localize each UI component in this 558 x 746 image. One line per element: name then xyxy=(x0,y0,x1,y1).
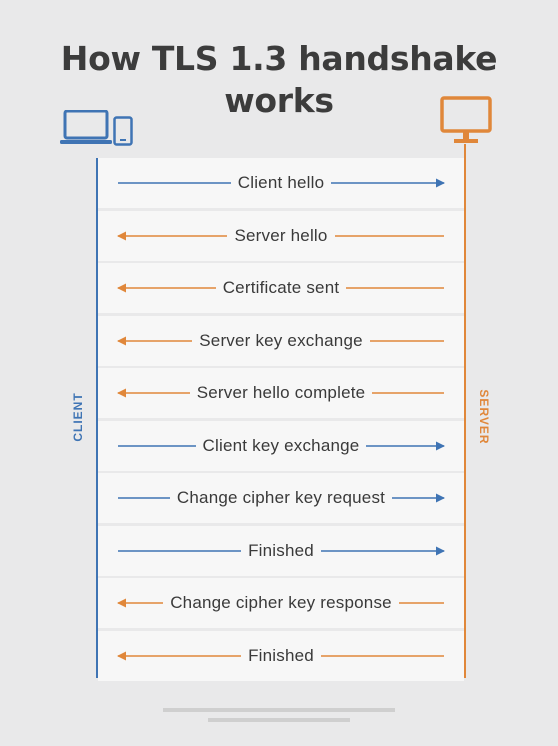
step-label-wrap: Change cipher key response xyxy=(98,578,464,628)
step-label-wrap: Server hello xyxy=(98,211,464,261)
client-label: CLIENT xyxy=(71,392,85,442)
footer-fineprint xyxy=(0,706,558,725)
phone-icon xyxy=(113,116,133,146)
arrow-head xyxy=(117,651,126,660)
client-timeline xyxy=(96,158,98,678)
arrow-head xyxy=(436,493,445,503)
step-label: Server hello xyxy=(227,225,335,246)
step-label: Finished xyxy=(241,645,321,666)
arrow-head xyxy=(436,178,445,188)
page-title: How TLS 1.3 handshake works xyxy=(0,38,558,122)
arrow-head xyxy=(117,388,126,398)
handshake-step: Client key exchange xyxy=(98,420,464,471)
server-label: SERVER xyxy=(477,389,491,445)
step-label-wrap: Certificate sent xyxy=(98,263,464,313)
arrow-head xyxy=(436,441,445,450)
laptop-icon xyxy=(60,110,112,144)
handshake-step: Finished xyxy=(98,525,464,576)
step-label: Change cipher key request xyxy=(169,488,393,508)
step-label: Certificate sent xyxy=(215,278,347,298)
handshake-step: Change cipher key request xyxy=(98,473,464,523)
title-line-2: works xyxy=(224,81,334,120)
step-label-wrap: Server hello complete xyxy=(98,368,464,418)
step-label: Client key exchange xyxy=(195,435,367,456)
step-label: Client hello xyxy=(230,173,332,193)
handshake-step: Finished xyxy=(98,630,464,681)
monitor-icon xyxy=(440,96,492,143)
handshake-step: Server key exchange xyxy=(98,315,464,366)
arrow-head xyxy=(117,231,126,240)
arrow-head xyxy=(117,283,126,293)
step-label: Change cipher key response xyxy=(163,593,399,613)
step-label-wrap: Finished xyxy=(98,526,464,576)
step-label-wrap: Client hello xyxy=(98,158,464,208)
arrow-head xyxy=(117,336,126,345)
handshake-step: Certificate sent xyxy=(98,263,464,313)
step-label: Finished xyxy=(241,540,321,561)
arrow-head xyxy=(436,546,445,555)
step-label-wrap: Change cipher key request xyxy=(98,473,464,523)
step-label-wrap: Finished xyxy=(98,631,464,681)
step-label-wrap: Server key exchange xyxy=(98,316,464,366)
handshake-step: Server hello xyxy=(98,210,464,261)
server-timeline xyxy=(464,144,466,678)
step-label-wrap: Client key exchange xyxy=(98,421,464,471)
title-line-1: How TLS 1.3 handshake xyxy=(60,39,498,78)
handshake-step: Server hello complete xyxy=(98,368,464,418)
handshake-step: Client hello xyxy=(98,158,464,208)
arrow-head xyxy=(117,598,126,608)
step-label: Server key exchange xyxy=(192,330,370,351)
handshake-step: Change cipher key response xyxy=(98,578,464,628)
step-label: Server hello complete xyxy=(189,383,373,403)
